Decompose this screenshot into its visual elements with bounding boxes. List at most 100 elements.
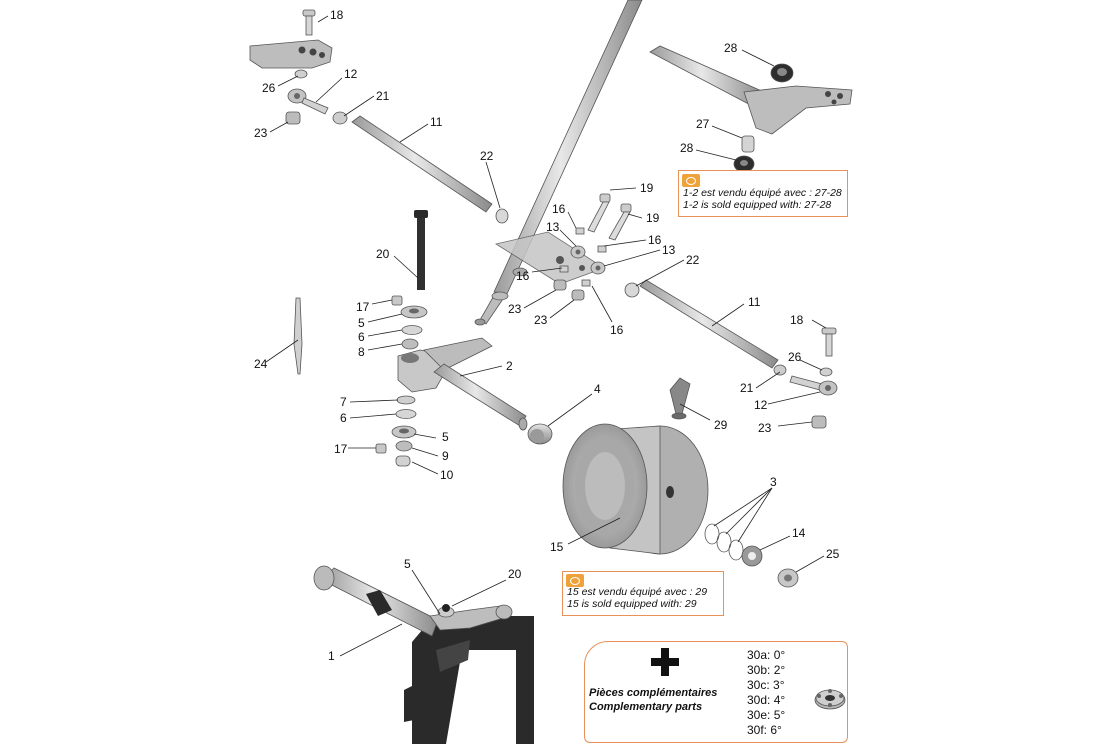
- callout-28-top: 28: [724, 41, 738, 55]
- nut-17-top: [391, 295, 403, 306]
- nut-22-right: [624, 282, 640, 298]
- washer-26-right: [819, 367, 833, 377]
- callout-23-b: 23: [534, 313, 548, 327]
- callout-28-bottom: 28: [680, 141, 694, 155]
- rod-end-12-top: [287, 88, 329, 115]
- callout-12-top: 12: [344, 67, 358, 81]
- callout-18-right: 18: [790, 313, 804, 327]
- callout-11-top: 11: [430, 115, 443, 129]
- list-item: 30f: 6°: [747, 723, 782, 737]
- callout-11-right: 11: [748, 295, 761, 309]
- callout-6-bottom: 6: [340, 411, 347, 425]
- callout-22-top: 22: [480, 149, 494, 163]
- callout-18-top: 18: [330, 8, 344, 22]
- callout-8: 8: [358, 345, 365, 359]
- callout-20-assembly: 20: [508, 567, 522, 581]
- stub-axle-top-right: [649, 45, 853, 135]
- callout-23-top: 23: [254, 126, 268, 140]
- note-sold-equipped-1-2: 1-2 est vendu équipé avec : 27-28 1-2 is…: [678, 170, 848, 217]
- bearing-14: [741, 545, 763, 567]
- complementary-title-en: Complementary parts: [589, 701, 703, 713]
- leader-lines: [265, 15, 827, 657]
- callout-1: 1: [328, 649, 335, 663]
- bolt-18-right: [821, 327, 837, 357]
- nut-23-top: [285, 111, 301, 125]
- castle-nut-5-bottom: [391, 425, 417, 439]
- spindle-2: [397, 337, 528, 431]
- caster-camber-washer-icon: [814, 689, 846, 710]
- callout-24: 24: [254, 357, 268, 371]
- note-2-fr: 15 est vendu équipé avec : 29: [567, 586, 708, 598]
- callout-13-b: 13: [662, 243, 676, 257]
- note-sold-equipped-15: 15 est vendu équipé avec : 29 15 is sold…: [562, 571, 724, 616]
- complementary-title-fr: Pièces complémentaires: [589, 687, 718, 699]
- spacer-16-b: [597, 245, 607, 253]
- nut-22-top: [495, 208, 509, 224]
- circlip-3-b: [716, 531, 732, 553]
- callout-21-right: 21: [740, 381, 754, 395]
- callout-19-b: 19: [646, 211, 660, 225]
- bolt-19-a: [587, 193, 611, 233]
- callout-19-a: 19: [640, 181, 654, 195]
- callout-20-left: 20: [376, 247, 390, 261]
- callout-16-d: 16: [610, 323, 624, 337]
- callout-17-top: 17: [356, 300, 370, 314]
- callout-16-a: 16: [552, 202, 566, 216]
- bushing-28-bottom: [733, 155, 755, 173]
- nut-23-right: [811, 415, 827, 429]
- nut-17-bottom: [375, 443, 387, 454]
- bushing-4: [527, 423, 553, 445]
- spacer-16-c: [559, 265, 569, 273]
- circlip-3-c: [728, 539, 744, 561]
- circlip-3-a: [704, 523, 720, 545]
- callout-22-right: 22: [686, 253, 700, 267]
- callout-25: 25: [826, 547, 840, 561]
- callout-21-top: 21: [376, 89, 390, 103]
- complementary-parts-title: Pièces complémentaires Complementary par…: [589, 686, 717, 714]
- kingpin-bolt-20: [414, 210, 428, 290]
- bolt-19-b: [608, 203, 632, 241]
- callout-14: 14: [792, 526, 806, 540]
- callout-16-c: 16: [516, 269, 530, 283]
- rod-end-13-b: [590, 261, 606, 275]
- callout-23-right: 23: [758, 421, 772, 435]
- nut-23-a: [553, 279, 567, 291]
- callout-labels: 18 26 12 21 23 11 22 28 27 28 16 13 19 1…: [254, 8, 840, 663]
- callout-5-assembly: 5: [404, 557, 411, 571]
- castle-nut-5-top: [400, 305, 428, 319]
- nut-25: [777, 568, 799, 588]
- list-item: 30d: 4°: [747, 693, 786, 707]
- callout-5-bottom: 5: [442, 430, 449, 444]
- spacer-9: [395, 440, 413, 452]
- washer-6-top: [401, 325, 423, 335]
- callout-26-right: 26: [788, 350, 802, 364]
- tie-rod-11-top: [351, 115, 493, 213]
- callout-29: 29: [714, 418, 728, 432]
- cap-10: [395, 455, 411, 467]
- callout-3: 3: [770, 475, 777, 489]
- bushing-28-top: [770, 63, 794, 83]
- steering-column: [474, 0, 643, 326]
- info-tag-icon: [566, 574, 584, 587]
- pin-24: [293, 297, 303, 375]
- callout-23-a: 23: [508, 302, 522, 316]
- callout-17-bottom: 17: [334, 442, 348, 456]
- tie-rod-11-right: [639, 279, 779, 369]
- nut-21-right: [773, 364, 787, 376]
- note-1-en: 1-2 is sold equipped with: 27-28: [683, 199, 832, 211]
- nut-23-b: [571, 289, 585, 301]
- callout-7: 7: [340, 395, 347, 409]
- callout-5-top: 5: [358, 316, 365, 330]
- washer-8: [401, 338, 419, 350]
- list-item: 30e: 5°: [747, 708, 786, 722]
- bolt-18-top: [302, 9, 316, 36]
- callout-6-top: 6: [358, 330, 365, 344]
- note-2-en: 15 is sold equipped with: 29: [567, 598, 697, 610]
- rim-15: [562, 423, 709, 555]
- rod-end-12-right: [789, 375, 838, 396]
- callout-4: 4: [594, 382, 601, 396]
- callout-2: 2: [506, 359, 513, 373]
- washer-6-bottom: [395, 409, 417, 419]
- callout-16-b: 16: [648, 233, 662, 247]
